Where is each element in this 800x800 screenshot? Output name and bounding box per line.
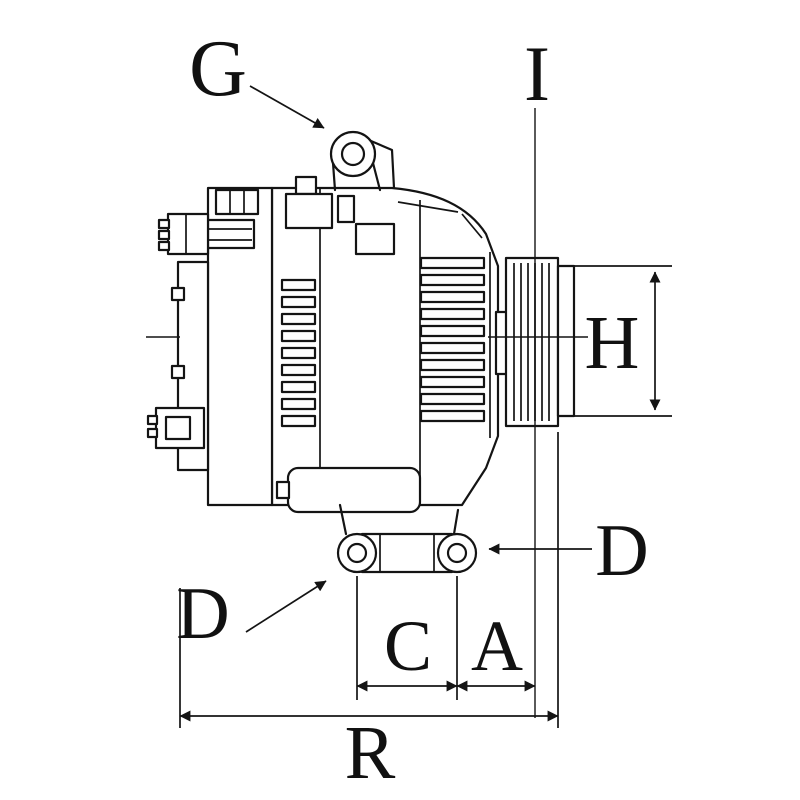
dimension-d-rear: D [176,573,327,655]
right-foot-hole [446,542,468,564]
pulley [504,256,576,428]
dimension-c: C [356,606,458,692]
extension-lines [179,432,559,728]
label-d-rear: D [176,573,229,655]
bottom-housing-bulge [275,466,422,514]
label-r: R [345,711,396,795]
left-foot-hole [346,542,368,564]
ear-hole [340,141,366,167]
front-vent-slots [419,256,486,423]
rear-terminal-block [157,212,256,256]
pulley-nose [556,264,576,418]
top-terminal-blocks [214,175,396,256]
dimension-g: G [189,25,325,129]
label-a: A [471,606,523,686]
label-g: G [189,25,247,113]
label-c: C [384,606,432,686]
dimension-h: H [572,265,672,417]
rear-vent-slots [280,278,317,428]
dimension-r: R [179,710,559,795]
label-h: H [585,301,640,385]
dimension-i: I [524,30,550,718]
dimension-a: A [456,606,536,692]
label-d-front: D [595,510,648,592]
mounting-ear [329,130,396,192]
rear-connector [146,406,206,450]
label-i: I [524,30,550,117]
dimension-d-front: D [488,510,649,592]
mounting-feet [336,503,478,574]
